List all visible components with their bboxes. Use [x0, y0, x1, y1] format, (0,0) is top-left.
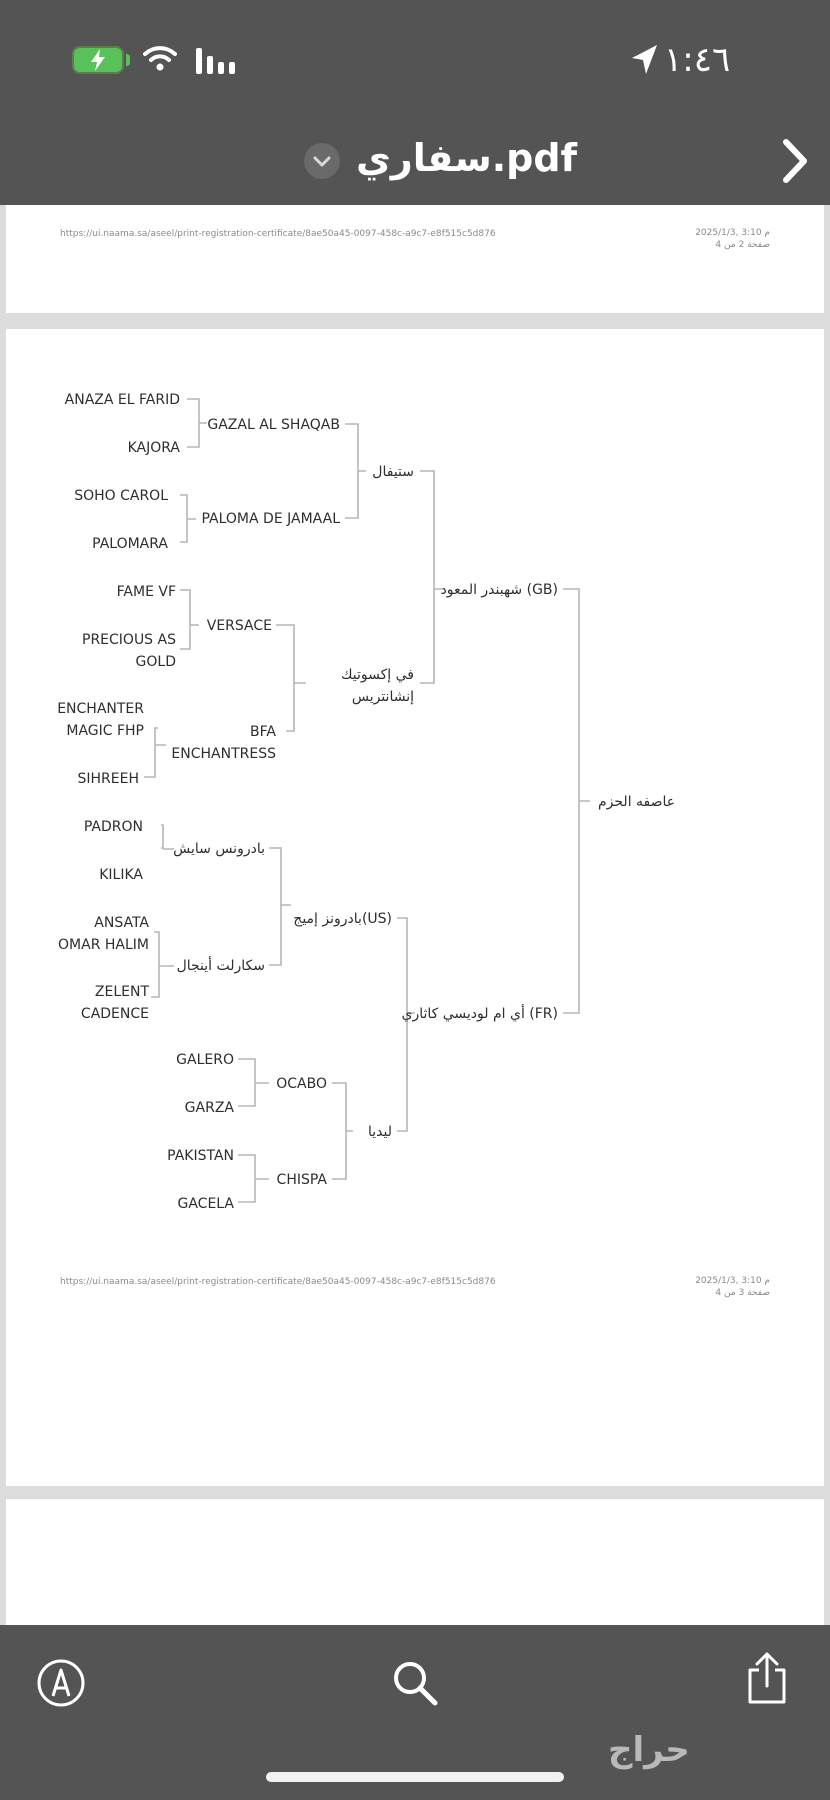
- pedigree-gen4: MAGIC FHP: [66, 723, 144, 739]
- markup-icon[interactable]: [36, 1658, 86, 1708]
- pedigree-sire-dam: في إكسوتيك: [341, 667, 414, 683]
- pedigree-gen4: GARZA: [185, 1100, 235, 1116]
- pedigree-gen4: ANAZA EL FARID: [65, 392, 180, 408]
- cellular-signal-icon: [196, 48, 235, 74]
- footer-url: https://ui.naama.sa/aseel/print-registra…: [60, 1277, 496, 1287]
- pedigree-sire-sire: ستيفال: [372, 464, 414, 480]
- pedigree-gen4: SIHREEH: [78, 771, 140, 787]
- status-bar: [0, 0, 830, 125]
- status-time: ١:٤٦: [664, 40, 731, 80]
- pedigree-gen3: GAZAL AL SHAQAB: [207, 417, 340, 433]
- footer-date-text: 2025/1/3, 3:10 م: [695, 228, 770, 238]
- haraj-watermark: حراج: [608, 1730, 690, 1770]
- pedigree-gen4: PAKISTAN: [167, 1148, 234, 1164]
- share-icon[interactable]: [742, 1652, 792, 1706]
- pedigree-gen4: GACELA: [178, 1196, 235, 1212]
- pedigree-gen4: ZELENT: [95, 984, 150, 1000]
- pedigree-dam-dam: ليديا: [368, 1124, 392, 1140]
- bottom-toolbar: [0, 1625, 830, 1800]
- wifi-icon: [143, 46, 177, 71]
- battery-tip: [126, 54, 130, 66]
- pedigree-gen3: VERSACE: [207, 618, 272, 634]
- title-bar: [0, 125, 830, 205]
- pedigree-gen4: ENCHANTER: [57, 701, 144, 717]
- pedigree-horse: عاصفه الحزم: [598, 794, 675, 810]
- pedigree-dam-sire: بادرونز إميج(US): [293, 911, 392, 927]
- document-title[interactable]: سفاري.pdf: [356, 136, 578, 180]
- footer-date: 2025/1/3, 3:10 م صفحة 3 من 4: [695, 1275, 770, 1299]
- footer-page-label: صفحة 2 من 4: [715, 240, 770, 250]
- pdf-viewer[interactable]: https://ui.naama.sa/aseel/print-registra…: [0, 205, 830, 1625]
- pedigree-gen4: FAME VF: [117, 584, 176, 600]
- pedigree-gen4: GOLD: [136, 654, 176, 670]
- pedigree-gen4: CADENCE: [81, 1006, 149, 1022]
- pedigree-gen3: BFA: [250, 724, 276, 740]
- pedigree-sire-dam: إنشانتريس: [352, 689, 414, 705]
- pedigree-dam: أي ام لوديسي كاثاري (FR): [401, 1004, 558, 1022]
- chevron-right-icon[interactable]: [780, 138, 810, 184]
- footer-page-label: صفحة 3 من 4: [715, 1288, 770, 1298]
- pedigree-gen4: KILIKA: [99, 867, 143, 883]
- pedigree-gen4: PRECIOUS AS: [82, 632, 176, 648]
- location-arrow-icon: [632, 45, 657, 74]
- search-icon[interactable]: [390, 1658, 440, 1708]
- pedigree-gen3: ENCHANTRESS: [171, 746, 276, 762]
- pedigree-sire: شهبندر المعود (GB): [441, 582, 559, 598]
- pedigree-gen3: بادرونس سايش: [173, 841, 265, 857]
- pedigree-gen4: SOHO CAROL: [74, 488, 168, 504]
- pedigree-gen4: OMAR HALIM: [58, 937, 149, 953]
- charging-bolt-icon: [72, 46, 124, 74]
- pdf-page: [6, 1499, 824, 1625]
- pdf-page: https://ui.naama.sa/aseel/print-registra…: [6, 205, 824, 313]
- chevron-down-icon: [313, 156, 331, 167]
- pdf-page: عاصفه الحزم شهبندر المعود (GB) أي ام لود…: [6, 329, 824, 1486]
- pedigree-gen3: سكارلت أينجال: [177, 956, 265, 974]
- pedigree-gen3: OCABO: [276, 1076, 327, 1092]
- pedigree-gen4: KAJORA: [128, 440, 181, 456]
- footer-date-text: 2025/1/3, 3:10 م: [695, 1276, 770, 1286]
- pedigree-gen4: PALOMARA: [92, 536, 168, 552]
- pedigree-gen3: CHISPA: [277, 1172, 328, 1188]
- footer-url: https://ui.naama.sa/aseel/print-registra…: [60, 229, 496, 239]
- home-indicator: [266, 1772, 564, 1782]
- pedigree-gen3: PALOMA DE JAMAAL: [201, 511, 340, 527]
- pedigree-gen4: PADRON: [84, 819, 143, 835]
- footer-date: 2025/1/3, 3:10 م صفحة 2 من 4: [695, 227, 770, 251]
- pedigree-gen4: ANSATA: [94, 915, 149, 931]
- pedigree-chart: عاصفه الحزم شهبندر المعود (GB) أي ام لود…: [57, 392, 675, 1212]
- title-menu-button[interactable]: [304, 143, 340, 179]
- pedigree-gen4: GALERO: [176, 1052, 234, 1068]
